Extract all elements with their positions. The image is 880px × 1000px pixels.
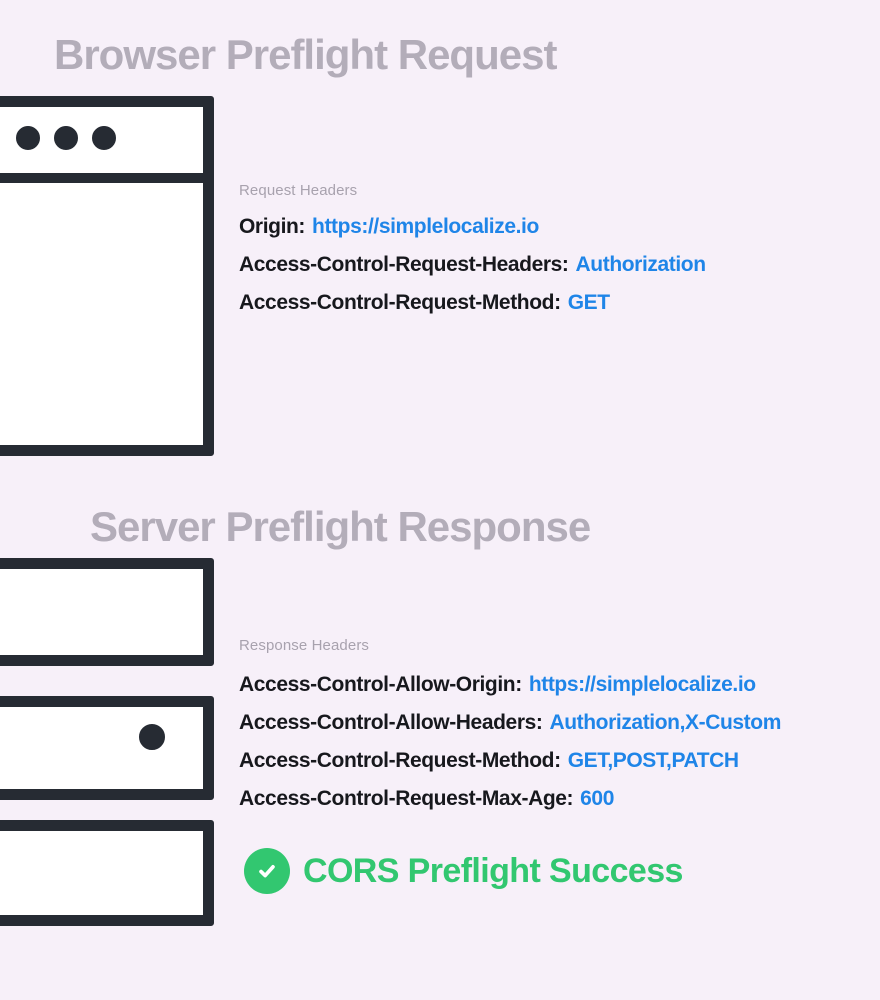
header-name: Access-Control-Request-Method: — [239, 291, 561, 314]
server-rack-unit — [0, 696, 214, 800]
header-name: Access-Control-Request-Max-Age: — [239, 787, 574, 810]
header-line: Access-Control-Allow-Origin: https://sim… — [239, 666, 781, 704]
header-value: GET — [567, 291, 610, 314]
header-value: https://simplelocalize.io — [312, 215, 539, 238]
header-value: Authorization — [575, 253, 707, 276]
window-control-dot-icon — [54, 126, 78, 150]
server-rack-unit — [0, 820, 214, 926]
header-line: Access-Control-Allow-Headers: Authorizat… — [239, 704, 781, 742]
header-value: https://simplelocalize.io — [528, 673, 756, 696]
server-response-title: Server Preflight Response — [90, 503, 591, 550]
browser-window-titlebar — [0, 107, 203, 183]
header-line: Origin: https://simplelocalize.io — [239, 208, 706, 246]
header-name: Origin: — [239, 215, 306, 238]
window-control-dot-icon — [16, 126, 40, 150]
window-control-dot-icon — [92, 126, 116, 150]
response-headers-label: Response Headers — [239, 637, 370, 654]
browser-window-icon — [0, 96, 214, 456]
header-name: Access-Control-Allow-Origin: — [239, 673, 522, 696]
check-circle-icon — [244, 848, 290, 894]
header-value: Authorization,X-Custom — [549, 711, 781, 734]
success-status: CORS Preflight Success — [244, 848, 683, 894]
header-name: Access-Control-Allow-Headers: — [239, 711, 543, 734]
header-value: 600 — [580, 787, 614, 810]
header-value: GET,POST,PATCH — [567, 749, 739, 772]
header-line: Access-Control-Request-Headers: Authoriz… — [239, 246, 706, 284]
server-drive-dot-icon — [139, 724, 165, 750]
header-name: Access-Control-Request-Method: — [239, 749, 561, 772]
request-headers-panel: Origin: https://simplelocalize.io Access… — [239, 208, 706, 322]
server-rack-unit — [0, 558, 214, 666]
response-headers-panel: Access-Control-Allow-Origin: https://sim… — [239, 666, 781, 818]
success-label: CORS Preflight Success — [303, 851, 683, 890]
header-line: Access-Control-Request-Method: GET — [239, 284, 706, 322]
header-line: Access-Control-Request-Max-Age: 600 — [239, 780, 781, 818]
header-line: Access-Control-Request-Method: GET,POST,… — [239, 742, 781, 780]
browser-request-title: Browser Preflight Request — [54, 31, 557, 78]
header-name: Access-Control-Request-Headers: — [239, 253, 569, 276]
request-headers-label: Request Headers — [239, 182, 358, 199]
